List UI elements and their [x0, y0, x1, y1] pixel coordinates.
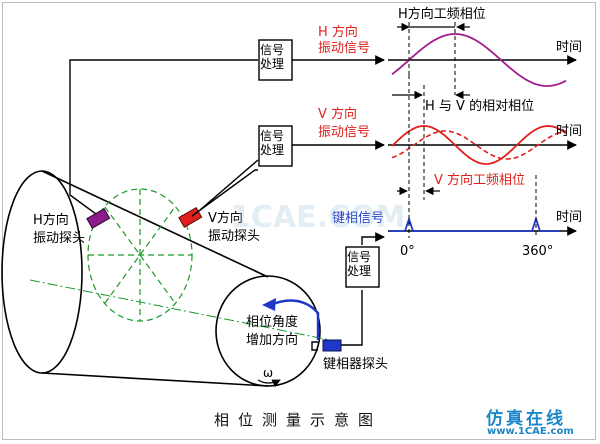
- keyphasor-probe-label: 键相器探头: [323, 357, 389, 372]
- signal-processor-v: [258, 125, 293, 167]
- h-signal-line2: 振动信号: [318, 41, 371, 56]
- omega-label: ω: [263, 366, 274, 380]
- hv-relative-phase-label: H 与 V 的相对相位: [425, 99, 535, 114]
- keyphasor-cable: [341, 290, 363, 346]
- signal-processor-key-label: 信号处理: [347, 250, 372, 278]
- rotor-cross-section: [87, 188, 193, 322]
- phase-angle-label-line1: 相位角度: [246, 315, 299, 330]
- watermark-url: www.1CAE.com: [487, 426, 574, 437]
- v-probe-label-line1: V方向: [208, 211, 243, 226]
- signal-processor-h-label: 信号处理: [260, 43, 285, 71]
- rotation-arrow-icon: [269, 299, 320, 340]
- v-cable-upper: [199, 159, 259, 211]
- rotor-axis: [29, 279, 331, 341]
- key-signal-label: 键相信号: [332, 211, 385, 226]
- v-probe-cable: [191, 169, 258, 217]
- watermark-center: 1CAE.COM: [230, 200, 406, 235]
- signal-processor-h: [258, 39, 293, 81]
- signal-processor-key: [345, 246, 380, 288]
- phase-angle-label-line2: 增加方向: [246, 333, 299, 348]
- key-to-chart-line: [361, 232, 385, 245]
- h-signal-line1: H 方向: [318, 25, 358, 40]
- diagram-frame: [2, 2, 596, 440]
- watermark-brand: 仿真在线: [486, 409, 566, 429]
- rotor-cylinder: [1, 170, 321, 387]
- v-power-freq-phase-label: V 方向工频相位: [434, 173, 526, 188]
- rotor-right-end: [215, 275, 321, 387]
- deg-360-label: 360°: [522, 244, 554, 259]
- h-probe-label-line2: 振动探头: [33, 231, 86, 246]
- h-probe-body: [86, 207, 111, 229]
- time-label-v: 时间: [556, 124, 583, 139]
- time-label-key: 时间: [556, 210, 583, 225]
- h-probe-cable: [69, 59, 258, 215]
- v-signal-line1: V 方向: [318, 107, 358, 122]
- diagram-caption: 相位测量示意图: [214, 411, 383, 429]
- v-vibration-waveform-shifted: [391, 130, 567, 160]
- v-probe-label-line2: 振动探头: [208, 229, 261, 244]
- omega-arrow-icon: [257, 379, 281, 388]
- keyphasor-waveform: [390, 216, 560, 232]
- h-vibration-waveform: [391, 33, 567, 87]
- h-probe-label-line1: H方向: [33, 213, 69, 228]
- time-label-h: 时间: [556, 40, 583, 55]
- shaft-keyway: [311, 341, 318, 351]
- v-signal-line2: 振动信号: [318, 125, 371, 140]
- rotor-left-end: [1, 170, 83, 374]
- signal-processor-v-label: 信号处理: [260, 129, 285, 157]
- keyphasor-probe-body: [322, 339, 342, 352]
- h-power-freq-phase-label: H方向工频相位: [398, 7, 486, 22]
- deg-0-label: 0°: [400, 244, 415, 259]
- v-vibration-waveform: [391, 125, 567, 165]
